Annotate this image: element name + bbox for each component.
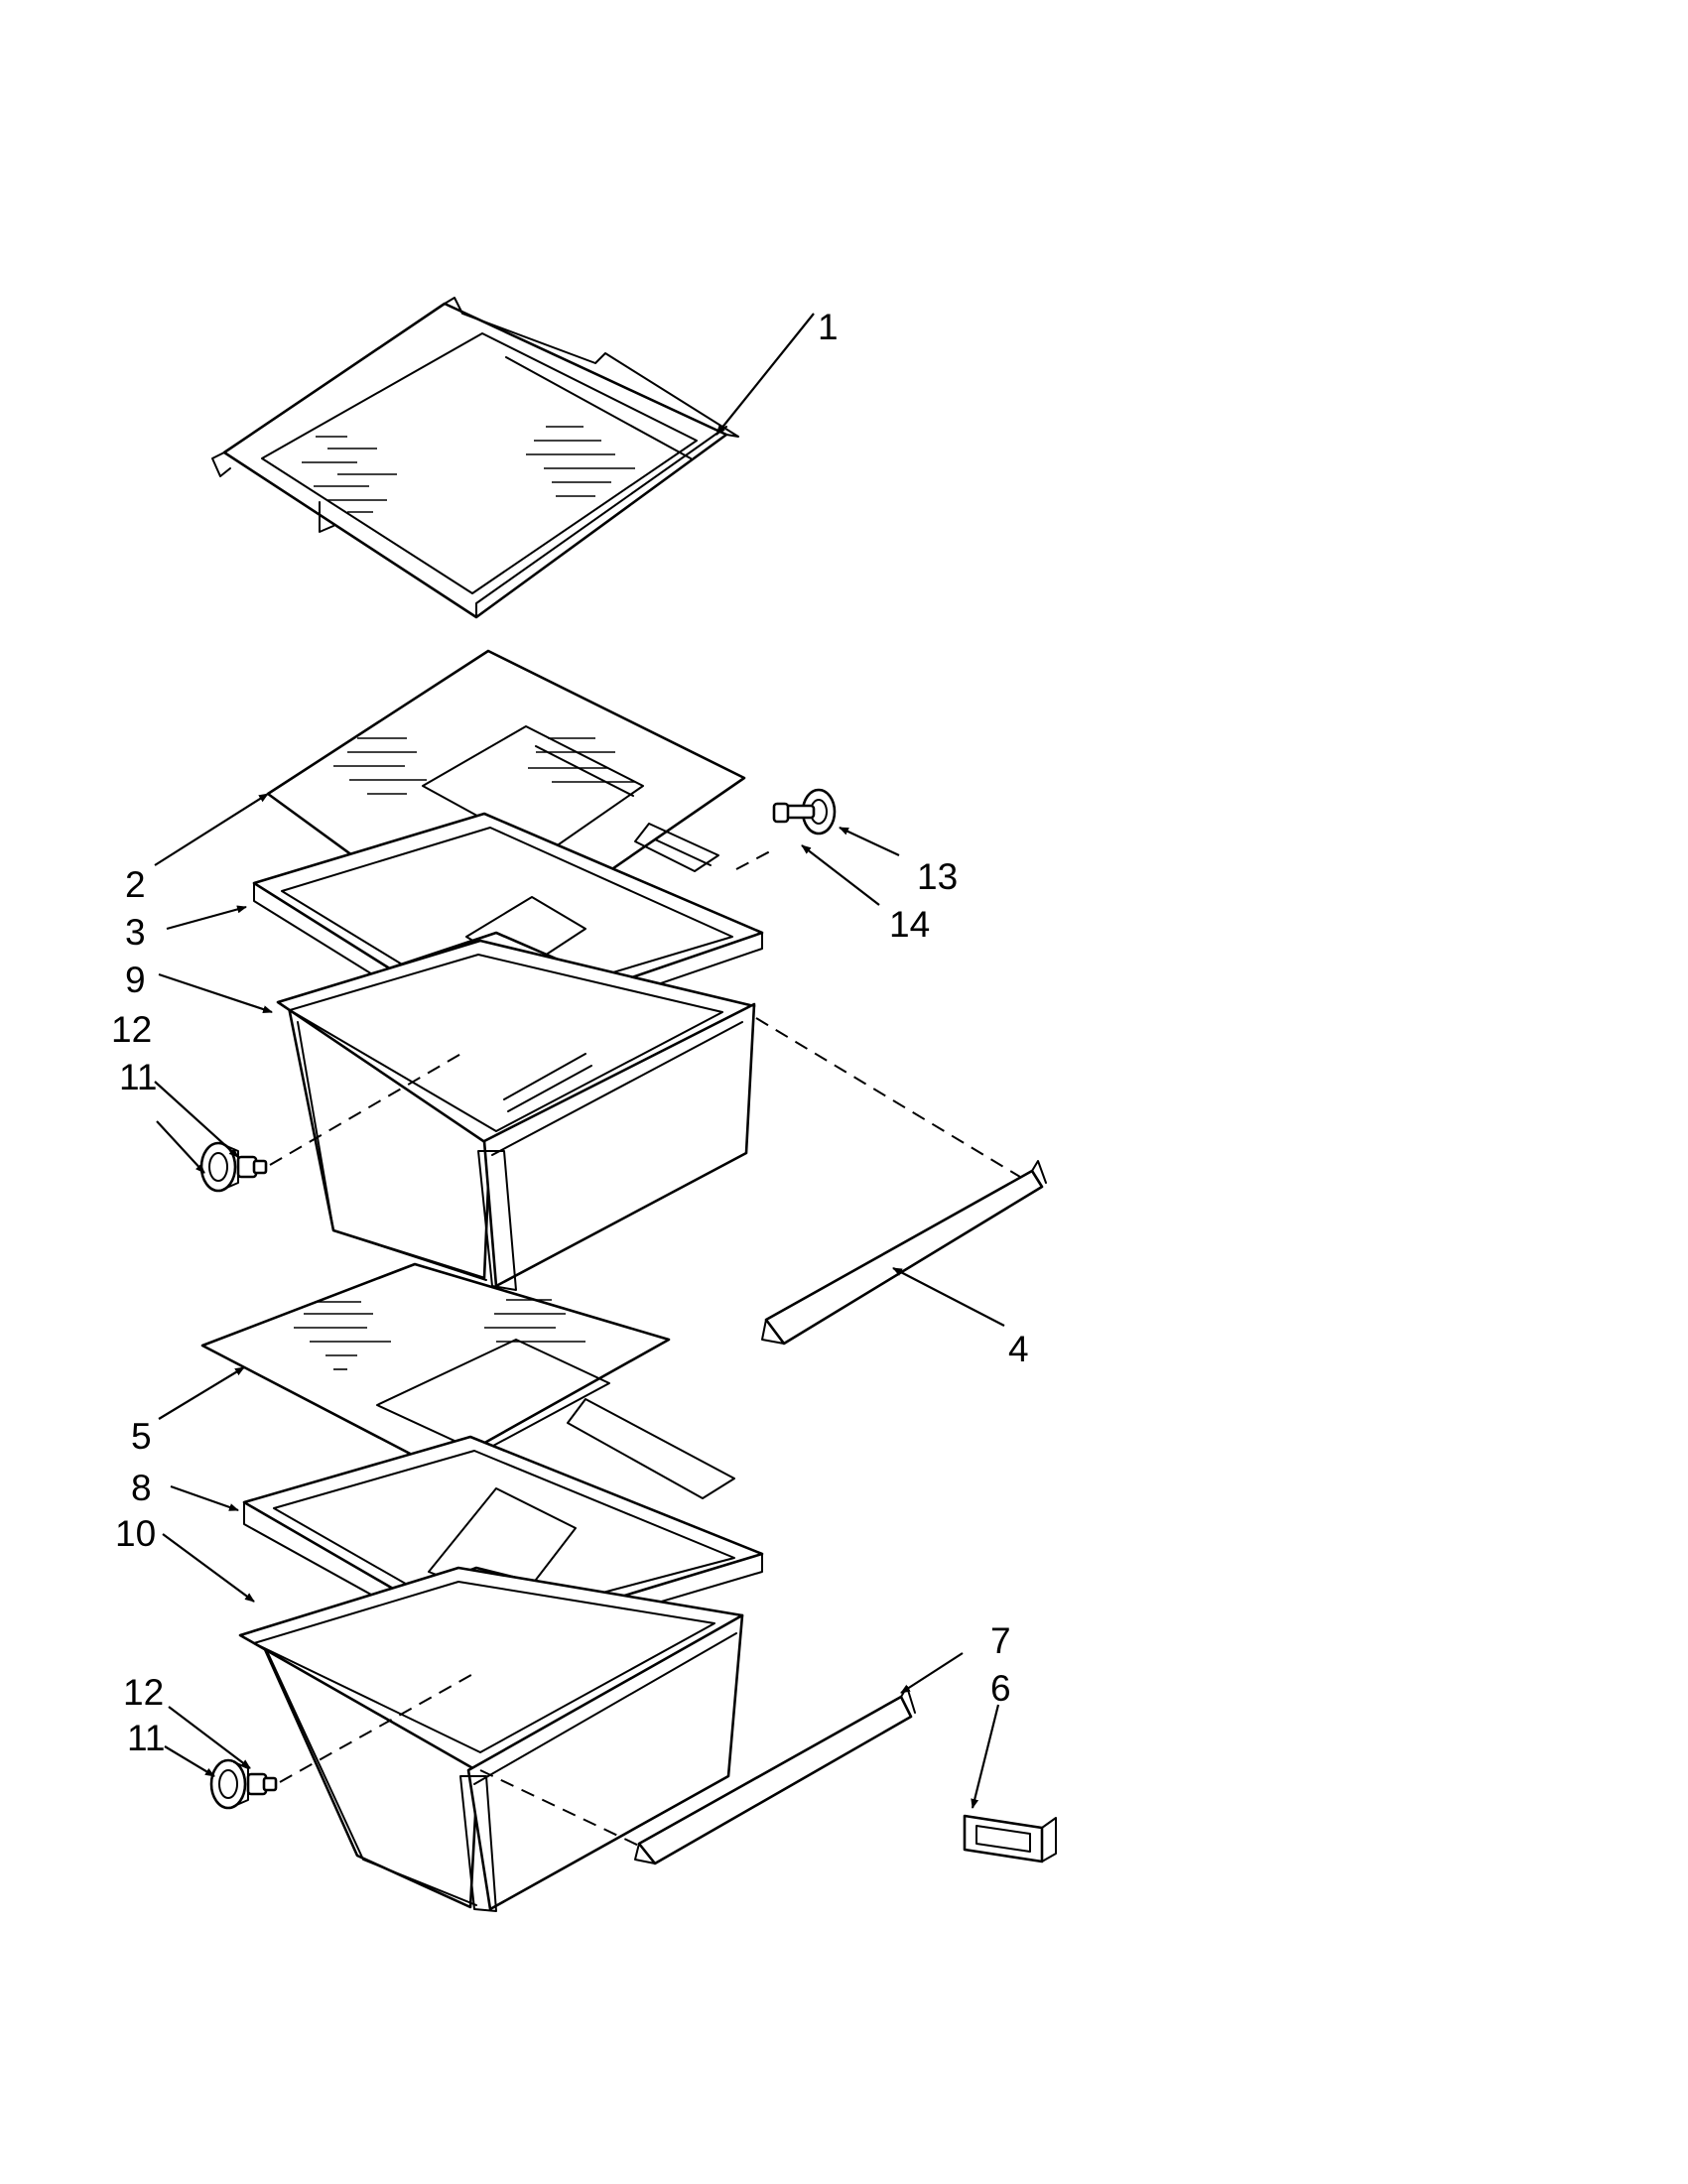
part-12-screw-lower bbox=[246, 1772, 278, 1796]
callout-labels: 1 2 3 9 12 11 13 14 4 5 8 10 7 6 12 11 bbox=[111, 307, 1029, 1758]
callout-13: 13 bbox=[917, 856, 958, 897]
part-1-shelf-assembly bbox=[211, 297, 739, 619]
assembly-lines bbox=[269, 850, 1021, 1849]
callout-2: 2 bbox=[125, 864, 146, 905]
callout-9: 9 bbox=[125, 960, 146, 1000]
callout-3: 3 bbox=[125, 912, 146, 953]
part-5-crisper-cover-glass bbox=[200, 1262, 671, 1471]
part-14-screw bbox=[772, 802, 816, 824]
callout-6: 6 bbox=[990, 1668, 1011, 1709]
part-6-clip bbox=[963, 1814, 1057, 1863]
callout-12-lower: 12 bbox=[123, 1672, 164, 1713]
callout-8: 8 bbox=[131, 1468, 152, 1508]
callout-5: 5 bbox=[131, 1416, 152, 1457]
leader-arrows bbox=[154, 313, 1005, 1809]
part-4-rail bbox=[761, 1160, 1047, 1346]
callout-11-upper: 11 bbox=[119, 1057, 157, 1097]
callout-7: 7 bbox=[990, 1620, 1011, 1661]
callout-12-upper: 12 bbox=[111, 1009, 152, 1050]
part-10-lower-crisper-drawer bbox=[238, 1566, 744, 1912]
part-12-screw-upper bbox=[236, 1155, 268, 1179]
part-11-roller-upper bbox=[199, 1141, 239, 1193]
callout-10: 10 bbox=[115, 1513, 156, 1554]
callout-4: 4 bbox=[1008, 1329, 1029, 1369]
callout-1: 1 bbox=[818, 307, 839, 347]
callout-11-lower: 11 bbox=[127, 1718, 165, 1758]
part-9-upper-crisper-drawer bbox=[276, 931, 756, 1291]
callout-14: 14 bbox=[889, 904, 930, 945]
part-11-roller-lower bbox=[209, 1758, 249, 1810]
